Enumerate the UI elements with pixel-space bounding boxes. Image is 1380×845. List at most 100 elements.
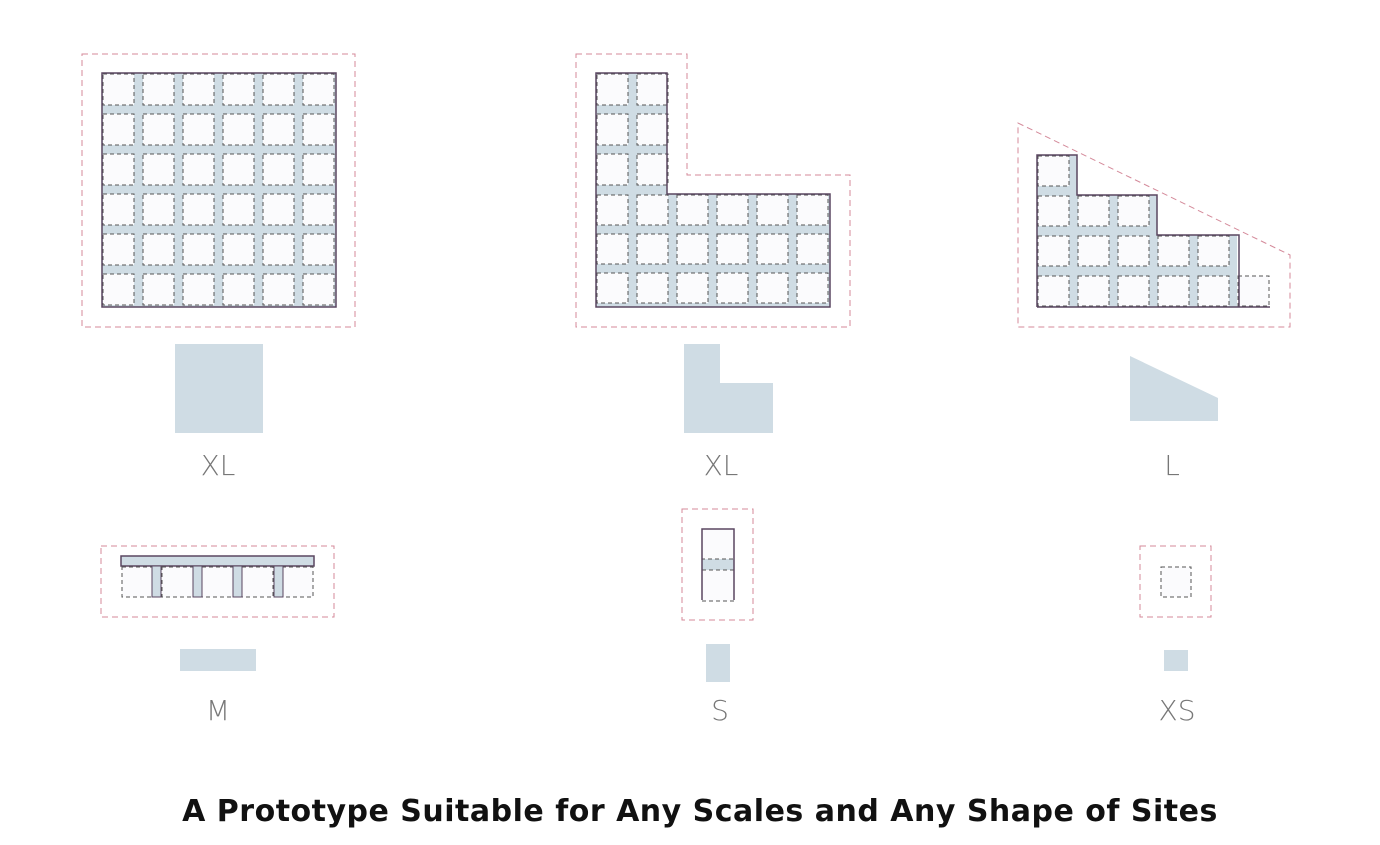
cell: [1117, 195, 1150, 227]
cell: [262, 153, 295, 186]
footprint-shape: [684, 344, 773, 433]
cell: [1037, 275, 1070, 307]
cell: [142, 73, 175, 106]
cells: [102, 73, 335, 306]
cell: [262, 113, 295, 146]
cell: [1117, 235, 1150, 267]
cell: [222, 193, 255, 226]
footprint-shape: [1130, 356, 1218, 421]
cell: [182, 193, 215, 226]
cell: [182, 153, 215, 186]
cells: [1037, 155, 1270, 307]
module-spine: [120, 555, 315, 567]
cell: [302, 113, 335, 146]
cell: [1197, 275, 1230, 307]
cell: [756, 233, 789, 265]
prototype-tall-s: S: [681, 508, 754, 727]
cell: [1077, 195, 1110, 227]
cell: [636, 194, 669, 226]
cell: [701, 528, 735, 560]
cell: [222, 73, 255, 106]
cell: [1157, 235, 1190, 267]
module-leg: [192, 565, 203, 598]
cells: [596, 73, 829, 304]
module-outline: [701, 528, 735, 600]
cell: [302, 153, 335, 186]
cell: [302, 233, 335, 266]
cell: [1037, 155, 1070, 187]
site-boundary: [681, 508, 754, 621]
cell: [636, 153, 669, 186]
cell: [281, 566, 314, 598]
module-grid-fill: [1037, 155, 1237, 307]
cell: [102, 273, 135, 306]
cell: [302, 273, 335, 306]
cell: [302, 73, 335, 106]
cell: [241, 566, 274, 598]
cell: [142, 233, 175, 266]
module-leg: [273, 565, 284, 598]
cell: [636, 233, 669, 265]
prototype-l-shape-xl: XL: [575, 53, 851, 482]
size-label: XS: [1159, 694, 1196, 727]
site-boundary: [100, 545, 335, 618]
cell: [596, 73, 629, 106]
cell: [222, 233, 255, 266]
cell: [1237, 275, 1270, 307]
size-label: S: [711, 694, 729, 727]
cell: [161, 566, 194, 598]
module-grid-fill: [102, 73, 336, 307]
cell: [121, 566, 154, 598]
cell: [636, 113, 669, 146]
module-grid-fill: [596, 73, 830, 307]
cell: [262, 193, 295, 226]
module-outline: [101, 72, 337, 308]
cell: [796, 194, 829, 226]
prototype-trapezoid-l: L: [1017, 122, 1291, 482]
module-leg: [151, 565, 162, 598]
cell: [302, 193, 335, 226]
cell: [596, 233, 629, 265]
cell: [201, 566, 234, 598]
cell: [142, 153, 175, 186]
cell: [636, 73, 669, 106]
prototype-square-xl: XL: [81, 53, 356, 482]
module-leg: [232, 565, 243, 598]
cell: [1037, 235, 1070, 267]
footprint-shape: [706, 644, 730, 682]
cell: [716, 233, 749, 265]
size-label: XL: [201, 449, 236, 482]
size-label: L: [1164, 449, 1180, 482]
site-boundary: [575, 53, 851, 328]
cell: [756, 272, 789, 304]
cell: [182, 233, 215, 266]
size-label: XL: [704, 449, 739, 482]
cell: [676, 272, 709, 304]
cell: [142, 193, 175, 226]
cell: [676, 194, 709, 226]
cell: [102, 153, 135, 186]
cell: [796, 272, 829, 304]
prototype-bar-m: M: [100, 545, 335, 727]
footprint-shape: [180, 649, 256, 671]
cell: [701, 569, 735, 602]
site-boundary: [1017, 122, 1291, 328]
cell: [222, 153, 255, 186]
cell: [182, 273, 215, 306]
prototype-single-xs: XS: [1139, 545, 1212, 727]
cell: [102, 193, 135, 226]
cell: [716, 194, 749, 226]
cell: [182, 113, 215, 146]
cell: [222, 113, 255, 146]
cell: [142, 273, 175, 306]
cells: [121, 565, 314, 598]
cell: [676, 233, 709, 265]
cell: [1077, 275, 1110, 307]
cell: [596, 113, 629, 146]
cell: [1157, 275, 1190, 307]
diagram-caption: A Prototype Suitable for Any Scales and …: [182, 794, 1218, 829]
cell: [1077, 235, 1110, 267]
cell: [102, 73, 135, 106]
cell: [596, 194, 629, 226]
